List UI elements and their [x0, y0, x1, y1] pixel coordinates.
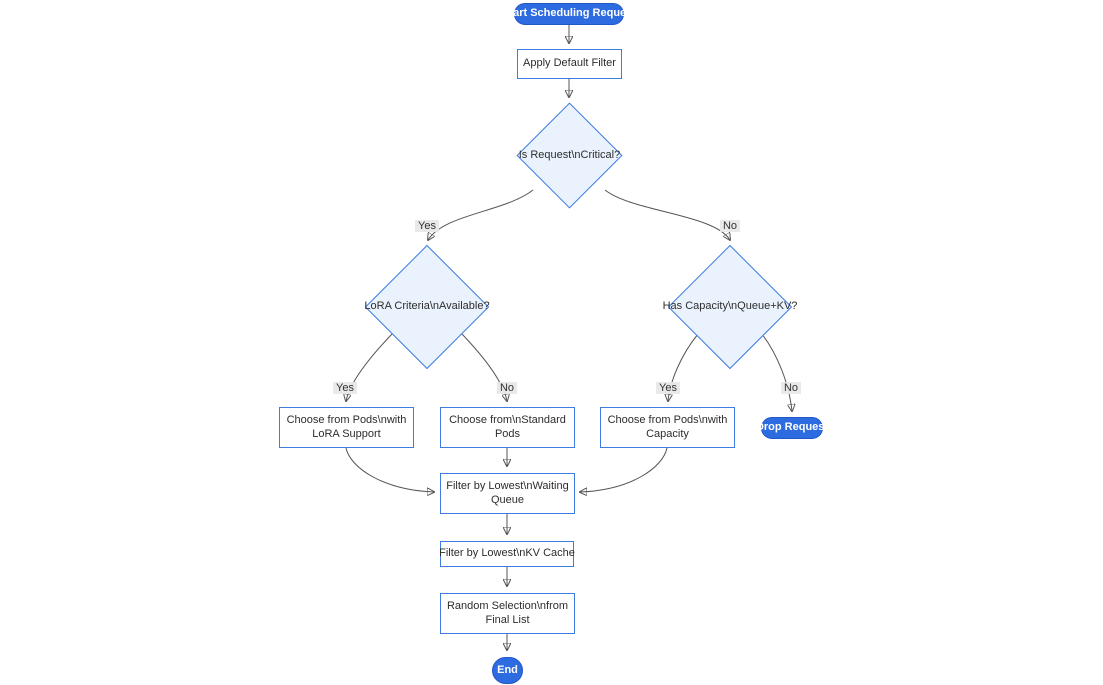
node-choose-pods-lora: Choose from Pods\nwith LoRA Support [279, 407, 414, 448]
node-choose-pods-lora-line1: Choose from Pods\nwith [286, 413, 407, 426]
edge-lora-no [461, 333, 507, 401]
node-drop-request-label: Drop Request [755, 421, 829, 434]
node-choose-pods-lora-line2: LoRA Support [312, 427, 381, 440]
node-filter-waiting-queue-line1: Filter by Lowest\nWaiting [446, 479, 569, 492]
edge-label-capacity-yes: Yes [656, 382, 680, 394]
node-choose-pods-capacity-line1: Choose from Pods\nwith [607, 413, 728, 426]
node-has-capacity-queue-kv-label: Has Capacity\nQueue+KV? [662, 300, 798, 313]
node-has-capacity-queue-kv: Has Capacity\nQueue+KV? [663, 244, 797, 370]
node-is-request-critical: Is Request\nCritical? [516, 102, 623, 209]
node-random-selection: Random Selection\nfrom Final List [440, 593, 575, 634]
edge-critical-yes [428, 189, 534, 240]
edge-critical-no [604, 189, 730, 240]
node-drop-request: Drop Request [756, 417, 828, 439]
edge-label-capacity-no: No [780, 382, 802, 394]
node-is-request-critical-label: Is Request\nCritical? [518, 148, 621, 161]
node-random-selection-line1: Random Selection\nfrom [446, 599, 569, 612]
node-random-selection-line2: Final List [485, 613, 530, 626]
node-choose-standard-pods-line1: Choose from\nStandard [449, 413, 566, 426]
edge-capacitypods-to-filter [580, 447, 668, 492]
node-apply-default-filter: Apply Default Filter [517, 49, 622, 79]
edge-label-critical-no: No [719, 220, 741, 232]
edge-capacity-no [761, 333, 792, 411]
node-end-label: End [497, 663, 518, 676]
node-choose-pods-capacity: Choose from Pods\nwith Capacity [600, 407, 735, 448]
node-end: End [492, 657, 523, 684]
edge-lora-yes [346, 333, 393, 401]
edge-lorapods-to-filter [345, 447, 434, 492]
node-choose-standard-pods-line2: Pods [494, 427, 521, 440]
node-lora-criteria-available: LoRA Criteria\nAvailable? [364, 244, 490, 370]
node-choose-pods-capacity-line2: Capacity [646, 427, 689, 440]
node-filter-waiting-queue: Filter by Lowest\nWaiting Queue [440, 473, 575, 514]
node-start-label: Start Scheduling Request [502, 7, 636, 20]
node-apply-default-filter-label: Apply Default Filter [523, 57, 616, 70]
edge-capacity-yes [668, 333, 699, 401]
node-start: Start Scheduling Request [502, 3, 636, 25]
node-filter-waiting-queue-line2: Queue [490, 493, 525, 506]
edge-label-lora-yes: Yes [333, 382, 357, 394]
node-lora-criteria-available-label: LoRA Criteria\nAvailable? [364, 300, 490, 313]
edge-label-critical-yes: Yes [415, 220, 439, 232]
edge-label-lora-no: No [496, 382, 518, 394]
node-choose-standard-pods: Choose from\nStandard Pods [440, 407, 575, 448]
node-filter-kv-cache-label: Filter by Lowest\nKV Cache [439, 547, 575, 560]
node-filter-kv-cache: Filter by Lowest\nKV Cache [439, 541, 575, 567]
